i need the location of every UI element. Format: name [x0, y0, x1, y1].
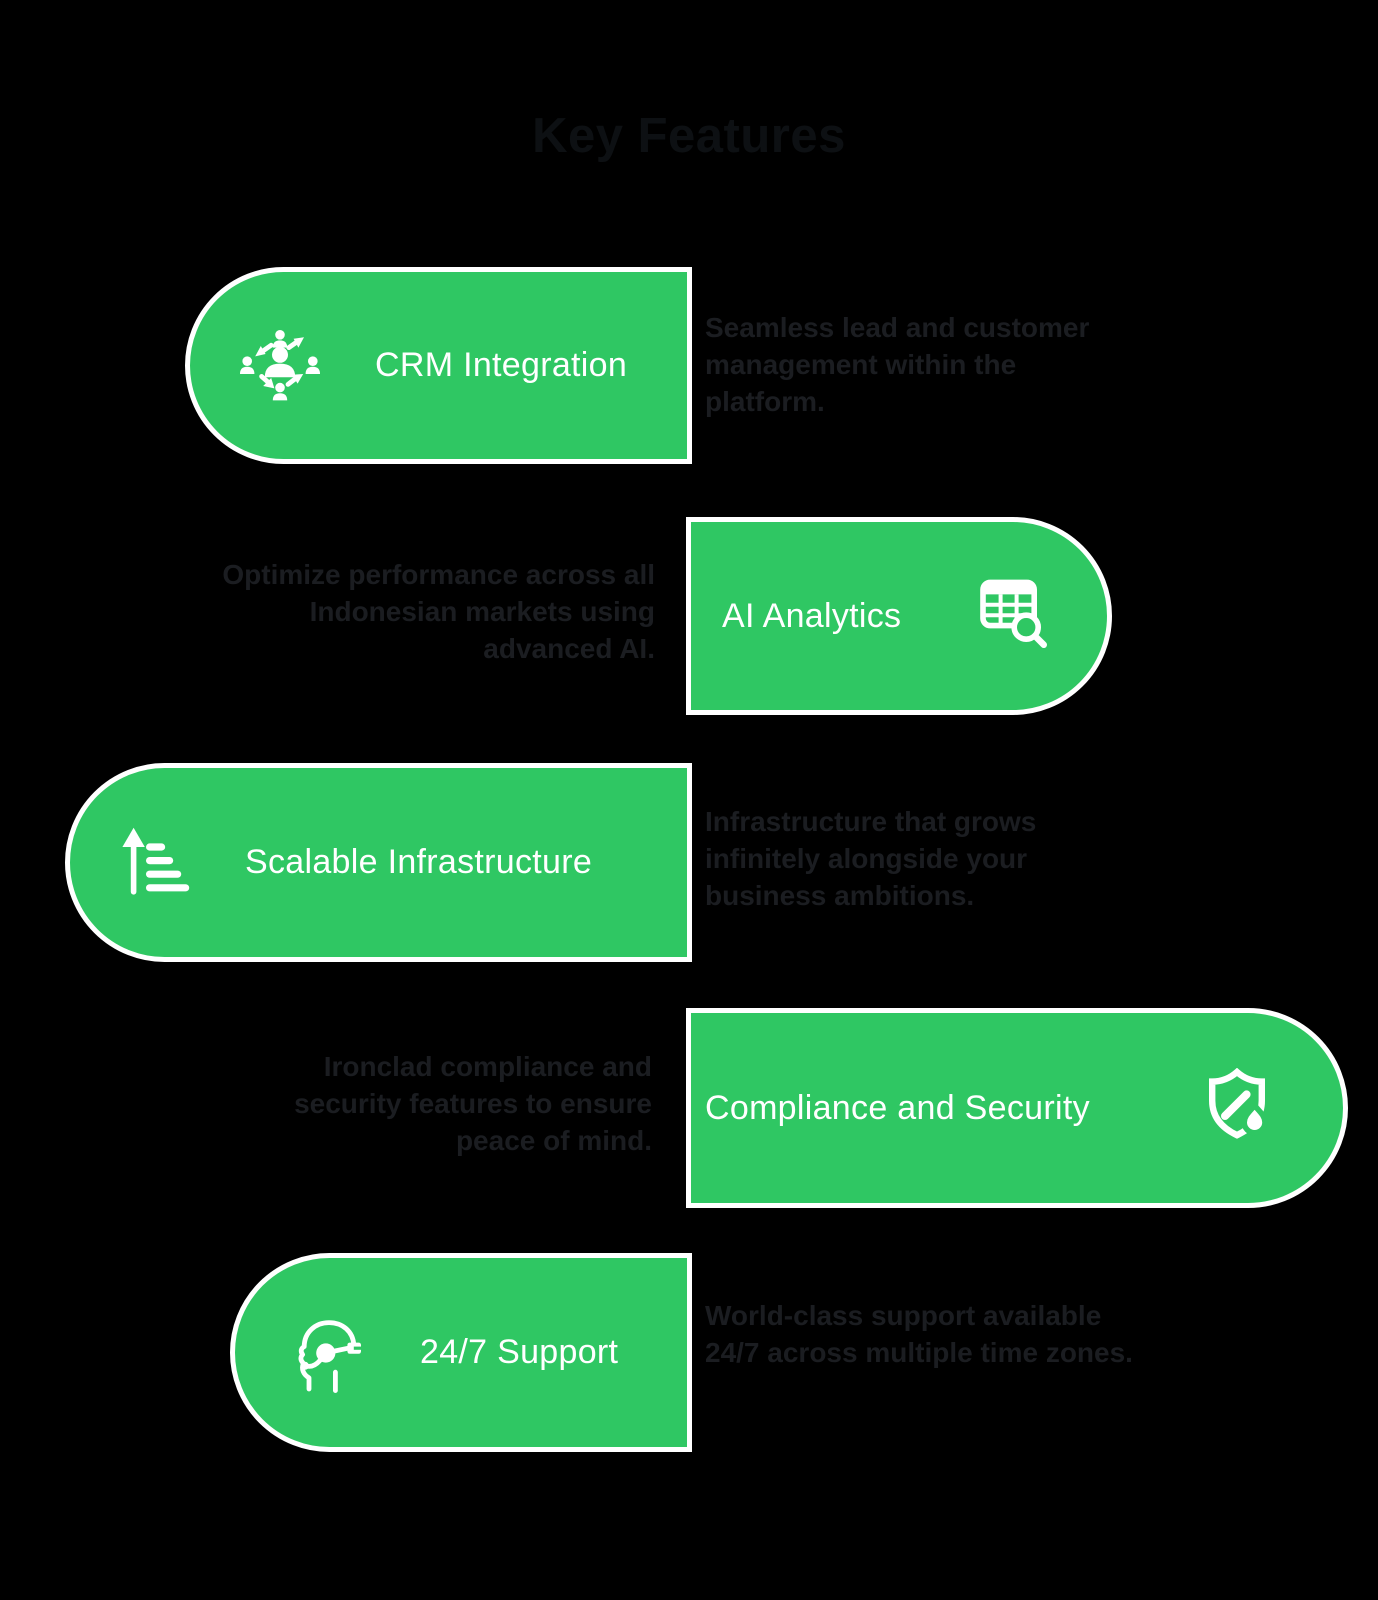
- shield-slash-icon: [1197, 1068, 1277, 1148]
- feature-label: CRM Integration: [375, 346, 628, 384]
- feature-description: Optimize performance across all Indonesi…: [222, 559, 655, 664]
- feature-label: AI Analytics: [722, 596, 902, 635]
- feature-description: Seamless lead and customer management wi…: [705, 312, 1090, 417]
- feature-label: Compliance and Security: [705, 1088, 1090, 1127]
- feature-card-support: 24/7 Support: [230, 1253, 692, 1452]
- feature-card-compliance-security: Compliance and Security: [686, 1008, 1348, 1208]
- feature-description: World-class support available 24/7 acros…: [705, 1300, 1133, 1368]
- feature-label: 24/7 Support: [420, 1333, 619, 1371]
- feature-card-ai-analytics: AI Analytics: [686, 517, 1112, 715]
- feature-card-crm-integration: CRM Integration: [185, 267, 692, 464]
- page-title: Key Features: [532, 109, 846, 163]
- table-search-icon: [975, 576, 1055, 656]
- feature-card-scalable-infrastructure: Scalable Infrastructure: [65, 763, 692, 962]
- feature-description: Infrastructure that grows infinitely alo…: [705, 806, 1037, 911]
- crm-network-icon: [240, 326, 320, 406]
- feature-label: Scalable Infrastructure: [245, 843, 593, 881]
- support-headset-icon: [285, 1313, 365, 1393]
- growth-arrow-icon: [120, 823, 200, 903]
- feature-description: Ironclad compliance and security feature…: [294, 1051, 652, 1156]
